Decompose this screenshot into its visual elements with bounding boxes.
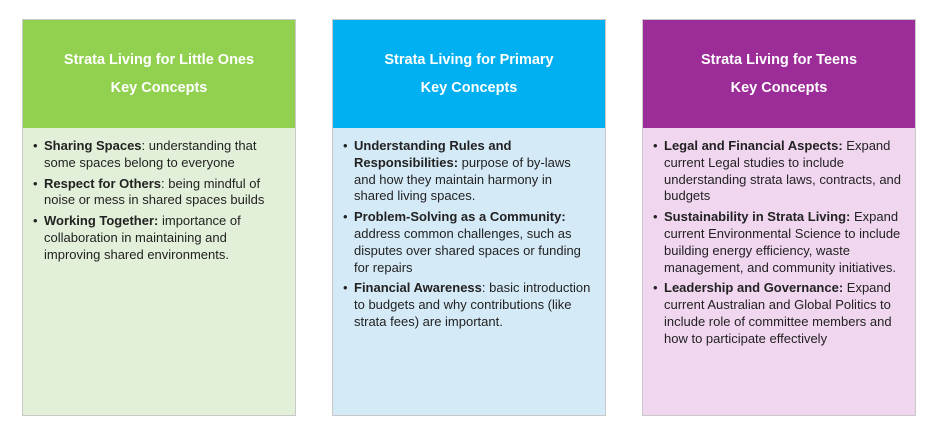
card-little-ones: Strata Living for Little Ones Key Concep… <box>22 19 296 416</box>
card-teens: Strata Living for Teens Key Concepts • L… <box>642 19 916 416</box>
concept-description: basic introduction to budgets and why co… <box>354 280 591 329</box>
concept-separator: : <box>161 175 165 191</box>
concept-description: Expand current Legal studies to include … <box>664 138 902 204</box>
card-header: Strata Living for Little Ones Key Concep… <box>23 20 295 128</box>
bullet-icon: • <box>653 209 658 225</box>
list-item: • Sustainability in Strata Living: Expan… <box>653 209 905 276</box>
card-primary: Strata Living for Primary Key Concepts •… <box>332 19 606 416</box>
concept-description: understanding that some spaces belong to… <box>44 138 257 170</box>
list-item: • Problem-Solving as a Community: addres… <box>343 209 595 276</box>
concept-separator: : <box>481 280 486 296</box>
card-subtitle: Key Concepts <box>110 80 208 96</box>
list-item: • Legal and Financial Aspects: Expand cu… <box>653 138 905 205</box>
bullet-icon: • <box>33 138 38 153</box>
concept-term: Problem-Solving as a Community: <box>354 209 566 225</box>
bullet-icon: • <box>343 138 348 153</box>
list-item: • Working Together: importance of collab… <box>33 213 285 263</box>
card-body: • Sharing Spaces: understanding that som… <box>23 128 295 415</box>
bullet-icon: • <box>343 280 348 296</box>
concept-list: • Sharing Spaces: understanding that som… <box>33 138 285 264</box>
concept-term: Legal and Financial Aspects: <box>664 138 843 153</box>
concept-list: • Legal and Financial Aspects: Expand cu… <box>653 138 905 348</box>
card-subtitle: Key Concepts <box>730 80 828 96</box>
concept-term: Working Together: <box>44 213 159 229</box>
concept-term: Sharing Spaces <box>44 138 142 153</box>
card-header: Strata Living for Primary Key Concepts <box>333 20 605 128</box>
concept-term: Respect for Others <box>44 175 162 191</box>
concept-term: Leadership and Governance: <box>664 280 844 296</box>
card-title: Strata Living for Primary <box>384 52 554 68</box>
card-subtitle: Key Concepts <box>420 80 518 96</box>
card-header: Strata Living for Teens Key Concepts <box>643 20 915 128</box>
card-title: Strata Living for Little Ones <box>63 52 255 68</box>
concept-description: Expand current Australian and Global Pol… <box>664 280 892 346</box>
card-body: • Understanding Rules and Responsibiliti… <box>333 128 605 415</box>
concept-term: Financial Awareness <box>354 280 482 296</box>
bullet-icon: • <box>343 209 348 225</box>
list-item: • Financial Awareness: basic introductio… <box>343 280 595 330</box>
concept-description: being mindful of noise or mess in shared… <box>44 175 265 208</box>
list-item: • Leadership and Governance: Expand curr… <box>653 280 905 347</box>
bullet-icon: • <box>653 138 658 153</box>
concept-description: importance of collaboration in maintaini… <box>44 213 241 262</box>
bullet-icon: • <box>653 280 658 296</box>
concept-description: Expand current Environmental Science to … <box>664 209 901 275</box>
bullet-icon: • <box>33 213 38 229</box>
card-body: • Legal and Financial Aspects: Expand cu… <box>643 128 915 415</box>
list-item: • Sharing Spaces: understanding that som… <box>33 138 285 172</box>
concept-description: address common challenges, such as dispu… <box>354 225 581 275</box>
concept-description: purpose of by-laws and how they maintain… <box>354 154 571 204</box>
list-item: • Respect for Others: being mindful of n… <box>33 176 285 210</box>
list-item: • Understanding Rules and Responsibiliti… <box>343 138 595 205</box>
bullet-icon: • <box>33 175 38 191</box>
concept-list: • Understanding Rules and Responsibiliti… <box>343 138 595 331</box>
concept-term: Sustainability in Strata Living: <box>664 209 851 225</box>
card-title: Strata Living for Teens <box>700 52 858 68</box>
concept-separator: : <box>141 138 146 153</box>
concept-term: Understanding Rules and Responsibilities… <box>354 138 512 170</box>
